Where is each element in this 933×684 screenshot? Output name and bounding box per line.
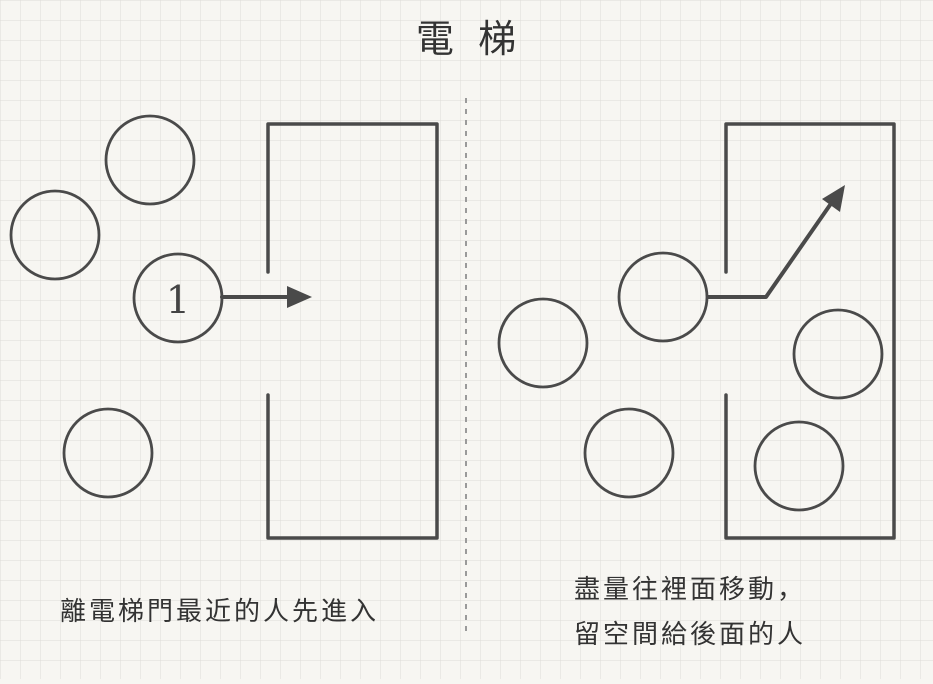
right-caption-line2: 留空間給後面的人: [574, 620, 806, 650]
right-panel: 盡量往裡面移動， 留空間給後面的人: [497, 122, 896, 650]
move-inside-arrow-path: [706, 203, 832, 299]
right-caption-line1: 盡量往裡面移動，: [574, 575, 806, 605]
entry-arrow-head: [287, 286, 312, 308]
elevator-wall-right: [724, 122, 896, 540]
person-circle: [497, 297, 589, 389]
person-number-label: 1: [166, 278, 190, 322]
person-circle: [62, 407, 154, 499]
person-circle-inside: [753, 420, 845, 512]
left-panel: 1 離電梯門最近的人先進入: [9, 114, 439, 627]
elevator-wall-left: [266, 122, 439, 540]
person-circle: [9, 189, 101, 281]
person-circle: [104, 114, 196, 206]
page-title: 電 梯: [416, 17, 516, 61]
move-inside-arrow-head: [822, 185, 845, 212]
left-caption: 離電梯門最近的人先進入: [60, 597, 379, 627]
person-circle: [583, 407, 675, 499]
person-circle-inside: [792, 308, 884, 400]
